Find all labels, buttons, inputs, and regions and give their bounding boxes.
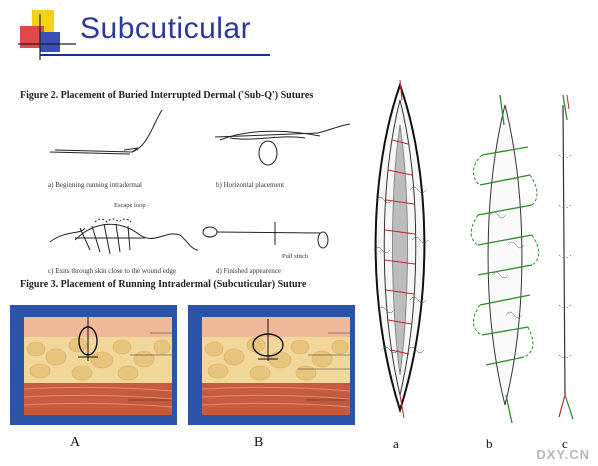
- illustration-b-running-suture: [470, 95, 540, 424]
- drawing-c-exits: [49, 218, 199, 255]
- panel-a-label: A: [70, 435, 81, 450]
- panel-b-label: B: [254, 435, 264, 450]
- title-underline: [40, 54, 270, 56]
- step-d-caption: d) Finished appearence: [216, 267, 281, 275]
- escape-loop-label: Escape loop: [114, 202, 146, 209]
- step-a-caption: a) Beginning running intradermal: [48, 181, 142, 189]
- step-c-caption: c) Exits through skin close to the wound…: [48, 267, 176, 275]
- figure-3-caption: Figure 3. Placement of Running Intraderm…: [20, 279, 307, 290]
- drawing-a-beginning: [49, 109, 163, 155]
- watermark: DXY.CN: [536, 447, 590, 462]
- skin-panel-b: [188, 305, 355, 425]
- step-b-caption: b) Horizontal placement: [216, 181, 285, 189]
- skin-panel-a: [10, 305, 177, 425]
- slide-title: Subcuticular: [80, 12, 252, 45]
- drawing-d-finished: [202, 222, 329, 249]
- illustration-c-label: c: [562, 436, 568, 451]
- figure-2-drawings: [49, 109, 351, 255]
- figure-2-caption: Figure 2. Placement of Buried Interrupte…: [20, 90, 314, 101]
- illustration-a-open-wound: [373, 80, 429, 419]
- illustration-b-label: b: [486, 436, 493, 451]
- illustration-c-closed-incision: [558, 95, 574, 420]
- pull-stitch-label: Pull stitch: [282, 253, 309, 260]
- drawing-b-horizontal: [214, 123, 351, 166]
- illustration-a-label: a: [393, 436, 399, 451]
- slide-logo-squares-icon: [18, 8, 78, 60]
